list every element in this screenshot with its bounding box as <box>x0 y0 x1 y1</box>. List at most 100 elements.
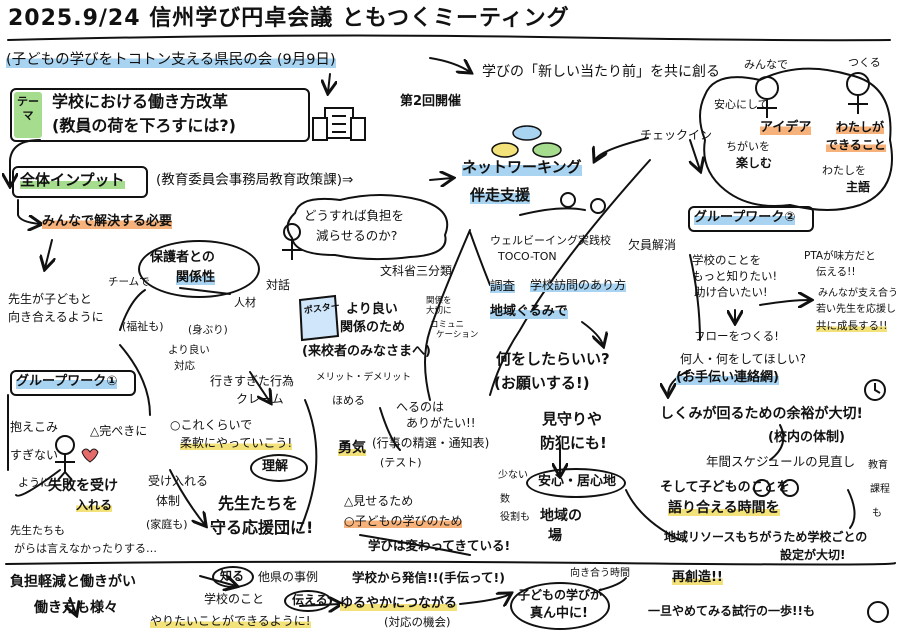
comm-2: ケーション <box>436 330 479 340</box>
ouendan-2: 守る応援団に! <box>210 518 314 537</box>
taiwa-label: 対話 <box>266 278 291 292</box>
kyoiku-3: も <box>872 508 882 519</box>
center-1: 子どもの学びが <box>518 588 603 602</box>
jinzai-label: 人材 <box>234 296 256 309</box>
visit-label: 学校訪問のあり方 <box>530 278 627 292</box>
gakko-label: 学校のこと <box>204 592 265 606</box>
input-source: (教育委員会事務局教育政策課)⇒ <box>156 172 354 188</box>
sensei-tachi: 先生たちも <box>10 524 65 537</box>
ask-1: 何をしたらいい? <box>496 350 610 368</box>
manabi-kawaru: 学びは変わってきている! <box>368 538 511 553</box>
better-2: 関係のため <box>340 320 406 335</box>
tsutaeru-blob <box>284 590 332 612</box>
absence-label: 欠員解消 <box>628 238 677 252</box>
homeru-label: ほめる <box>332 394 365 407</box>
events-2: (テスト) <box>380 456 422 469</box>
input-label: 全体インプット <box>20 171 125 189</box>
center-blob <box>510 582 610 630</box>
comm-1: コミュニ <box>430 320 465 330</box>
teacher-label-2: 向き合えるように <box>8 310 104 324</box>
ukeire-2: 体制 <box>156 494 181 508</box>
tsutaeru-label: 伝える <box>292 593 328 607</box>
kochira-label: (家庭も) <box>146 518 188 531</box>
katari-2: 語り合える時間を <box>668 500 780 516</box>
gw1-box <box>10 370 136 396</box>
network-label: ネットワーキング <box>462 158 582 176</box>
gw2-q2: もっと知りたい! <box>692 269 778 283</box>
checkin-label: チェックイン <box>640 128 713 142</box>
schedule-label: 年間スケジュールの見直し <box>706 454 856 469</box>
better-1: より良い <box>346 302 398 317</box>
ouendan-1: 先生たちを <box>218 494 299 513</box>
scare-label: 少ない <box>498 470 528 481</box>
yuruyaka-label: ゆるやかにつながる <box>340 596 458 611</box>
survey-label: 調査 <box>490 278 516 293</box>
taio-label: 対応 <box>174 360 195 372</box>
theme-line-1: 学校における働き方改革 <box>52 92 229 111</box>
yoyu-2: (校内の体制) <box>768 430 845 445</box>
round-label: 第2回開催 <box>400 94 462 109</box>
pta-2: 伝える!! <box>816 266 856 278</box>
support-label: 伴走支援 <box>470 186 531 204</box>
yoni-label: ように <box>18 476 51 489</box>
katari-1: そして子どものことを <box>660 480 790 495</box>
flow-label: フローをつくる! <box>694 329 779 343</box>
excess-2: クレーム <box>236 392 284 406</box>
futan-2: 働き方も様々 <box>34 600 118 616</box>
yoriyoi-label: より良い <box>168 344 210 356</box>
watashi-label: わたしが <box>836 120 885 134</box>
tanoshimu-label: 楽しむ <box>736 156 773 170</box>
yoyu-1: しくみが回るための余裕が大切! <box>660 406 863 422</box>
resource-label: 地域リソースもちがうため学校ごとの <box>664 530 868 544</box>
tasha-label: 他県の事例 <box>258 570 319 584</box>
korekurai-label: ○これくらいで <box>170 418 253 432</box>
kankei-2: 大切に <box>426 306 452 316</box>
ippo-label: 一旦やめてみる試行の一歩!!も <box>648 604 815 618</box>
shiru-blob <box>212 566 254 588</box>
nani-2: (お手伝い連絡網) <box>676 370 779 385</box>
solve-label: みんなで解決する必要 <box>42 214 173 229</box>
minna-3: 共に成長する!! <box>816 320 888 332</box>
minnade-label: みんなで <box>744 58 788 71</box>
miburi-label: (身ぶり) <box>188 324 228 336</box>
gw2-box <box>688 206 814 232</box>
toco-label: TOCO-TON <box>498 250 557 263</box>
parents-2: 関係性 <box>176 270 216 285</box>
nani-1: 何人・何をしてほしい? <box>680 352 807 366</box>
mimamori-2: 防犯にも! <box>540 434 607 452</box>
yaritai-label: やりたいことができるように! <box>150 614 311 628</box>
ibasho-blob <box>526 468 626 498</box>
kakae-2: すぎない <box>10 448 59 462</box>
kanpeki-label: △完ぺきに <box>90 424 148 438</box>
taio-kikai-label: (対応の機会) <box>384 615 451 629</box>
mimamori-1: 見守りや <box>542 410 603 428</box>
minna-2: 若い先生を応援し <box>816 304 896 315</box>
kankei-1: 関係を <box>426 296 452 306</box>
anshin-label: 安心にして <box>714 98 769 111</box>
wellbeing-label: ウェルビーイング実践校 <box>490 234 611 247</box>
page-title: 2025.9/24 信州学び円卓会議 ともつくミーティング <box>8 6 570 31</box>
parents-1: 保護者との <box>150 250 215 265</box>
shippai-2: 入れる <box>76 498 113 512</box>
yakuwari-label: 役割も <box>500 512 530 523</box>
fukushi-label: (福祉も) <box>122 320 164 333</box>
theme-line-2: (教員の荷を下ろすには?) <box>52 116 236 135</box>
gw2-q1: 学校のことを <box>692 253 761 267</box>
question-1: どうすれば負担を <box>304 208 405 223</box>
pta-1: PTAが味方だと <box>804 250 876 262</box>
question-2: 減らせるのか? <box>316 228 398 243</box>
team-label: チームで <box>108 276 150 288</box>
slogan: 学びの「新しい当たり前」を共に創る <box>482 64 720 80</box>
ukeire-1: 受け入れる <box>148 474 209 488</box>
community-label: 地域ぐるみで <box>490 304 568 319</box>
kodomo-tame-label: ○子どもの学びのため <box>344 514 463 528</box>
gw2-label: グループワーク② <box>694 210 796 225</box>
misetame-label: △見せるため <box>344 494 414 508</box>
junan-label: 柔軟にやっていこう! <box>180 436 293 450</box>
excess-1: 行きすぎた行為 <box>210 374 295 388</box>
events-1: (行事の精選・通知表) <box>372 436 490 450</box>
dekiru-label: できること <box>826 138 886 152</box>
futan-1: 負担軽減と働きがい <box>10 574 136 590</box>
hasshin-label: 学校から発信!!(手伝って!) <box>352 570 505 585</box>
gw2-q3: 助け合いたい! <box>694 285 768 299</box>
